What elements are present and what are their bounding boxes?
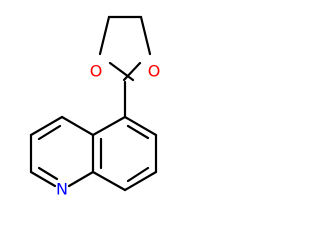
bond-c4-c3 — [29, 115, 64, 137]
bond-n1-c8a — [67, 170, 95, 188]
oxygen-atom-left: O — [90, 62, 103, 81]
dioxolane-ring — [98, 15, 152, 82]
quinoline-dioxolane-structure: O O N — [29, 15, 161, 199]
bond-c7-c8-inner — [126, 166, 150, 183]
oxygen-atom-right: O — [148, 62, 161, 81]
bond-c8-c8a — [91, 170, 127, 192]
bond-o3-c2 — [122, 61, 142, 82]
bond-c2-n1 — [29, 170, 57, 188]
bond-c4a-c5 — [91, 115, 127, 137]
bond-c5-c6-inner — [126, 124, 150, 140]
bond-c4a-c4 — [60, 115, 95, 137]
bond-c5-o1 — [98, 15, 111, 56]
bond-c4-o3 — [139, 15, 152, 56]
bond-o1-c2 — [108, 61, 135, 82]
quinoline-ring — [29, 115, 158, 192]
bond-c4-c3-inner — [37, 124, 62, 141]
bond-c2-n1-inner — [37, 166, 59, 181]
nitrogen-atom: N — [56, 180, 68, 199]
bond-c5-c6 — [123, 115, 158, 137]
bond-c7-c8 — [123, 170, 158, 192]
